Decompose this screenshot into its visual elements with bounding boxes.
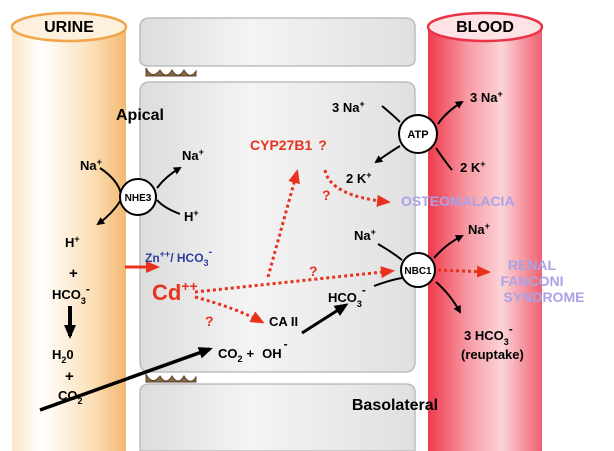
tight-junction-lower	[145, 373, 197, 383]
nbc1-na-out-arrow	[433, 235, 464, 259]
atp-na-left-label: 3 Na+	[332, 99, 365, 115]
tubular-cells	[139, 17, 416, 451]
nbc1-na-in-path	[377, 243, 403, 261]
ca2-question-mark: ?	[205, 313, 214, 329]
cadmium-label: Cd++	[152, 278, 198, 305]
atp-k-right-label: 2 K+	[460, 159, 486, 175]
nbc1-circle	[400, 252, 436, 288]
atp-pump: ATP 3 Na+ 3 Na+ 2 K+ 2 K+	[332, 89, 503, 186]
osteomalacia-label: OSTEOMALACIA	[401, 193, 515, 209]
urine-plus-1: +	[69, 265, 78, 282]
fanconi-line-2: FANCONI	[501, 273, 564, 289]
zn-hco3-label: Zn++/ HCO3-	[145, 246, 213, 268]
co2-diffusion-arrow	[39, 347, 213, 412]
ca2-to-hco3-arrow	[301, 303, 349, 335]
nbc1-reuptake-arrow	[435, 281, 461, 314]
nhe3-na-out-label: Na+	[182, 147, 204, 163]
apical-label: Apical	[116, 107, 164, 124]
nhe3-name: NHE3	[125, 193, 152, 204]
nbc1-transporter: NBC1 Na+ Na+ HCO3- 3 HCO3- (reuptake)	[328, 221, 524, 362]
urine-chemistry: + HCO3- H20 + CO2	[52, 265, 90, 406]
atp-k-left-label: 2 K+	[346, 170, 372, 186]
nbc1-hco3-in-label: HCO3-	[328, 283, 366, 309]
nbc1-name: NBC1	[404, 266, 432, 277]
atp-na-out-arrow	[437, 100, 464, 125]
nbc1-reuptake-label: 3 HCO3-	[464, 322, 513, 347]
atp-na-in-path	[381, 105, 401, 123]
blood-vessel	[426, 11, 544, 451]
nbc1-to-fanconi-arrow	[437, 265, 491, 278]
ca2-label: CA II	[269, 314, 298, 329]
nbc1-question-mark: ?	[309, 263, 318, 279]
nbc1-reuptake-note: (reuptake)	[461, 347, 524, 362]
atp-circle	[398, 114, 438, 154]
upper-cell	[139, 17, 416, 67]
blood-label: BLOOD	[456, 19, 514, 36]
urine-plus-2: +	[65, 368, 74, 385]
nhe3-transporter: NHE3 Na+ Na+ H+ H+	[65, 147, 204, 250]
nhe3-h-in-path	[156, 199, 181, 215]
lower-cell	[139, 383, 416, 451]
nbc1-hco3-in-path	[373, 277, 403, 287]
nbc1-na-in-label: Na+	[354, 227, 376, 243]
urine-h2o-label: H20	[52, 347, 74, 365]
co2-oh-label: CO2+OH-	[218, 337, 288, 364]
basolateral-label: Basolateral	[352, 397, 438, 414]
nhe3-na-in-label: Na+	[80, 157, 102, 173]
nhe3-h-in-label: H+	[184, 208, 199, 224]
fanconi-line-3: SYNDROME	[504, 289, 585, 305]
atp-na-right-label: 3 Na+	[470, 89, 503, 105]
urine-label: URINE	[44, 19, 94, 36]
atp-k-in-path	[435, 147, 453, 171]
nbc1-na-out-label: Na+	[468, 221, 490, 237]
cd-to-ca2-arrow	[194, 295, 265, 324]
fanconi-line-1: RENAL	[508, 257, 557, 273]
tight-junction-upper	[145, 67, 197, 77]
osteomalacia-question-mark: ?	[322, 187, 331, 203]
atp-name: ATP	[407, 129, 428, 141]
nhe3-h-out-label: H+	[65, 234, 80, 250]
cyp27b1-label: CYP27B1?	[250, 137, 327, 153]
nhe3-h-out-arrow	[96, 199, 122, 226]
urine-lumen	[10, 11, 128, 451]
urine-hco3-label: HCO3-	[52, 282, 90, 306]
atp-k-out-arrow	[374, 145, 401, 164]
cadmium-effects	[194, 169, 491, 324]
nhe3-circle	[119, 178, 157, 216]
nhe3-na-out-arrow	[156, 167, 182, 189]
cd-to-cyp-arrow	[266, 169, 300, 278]
